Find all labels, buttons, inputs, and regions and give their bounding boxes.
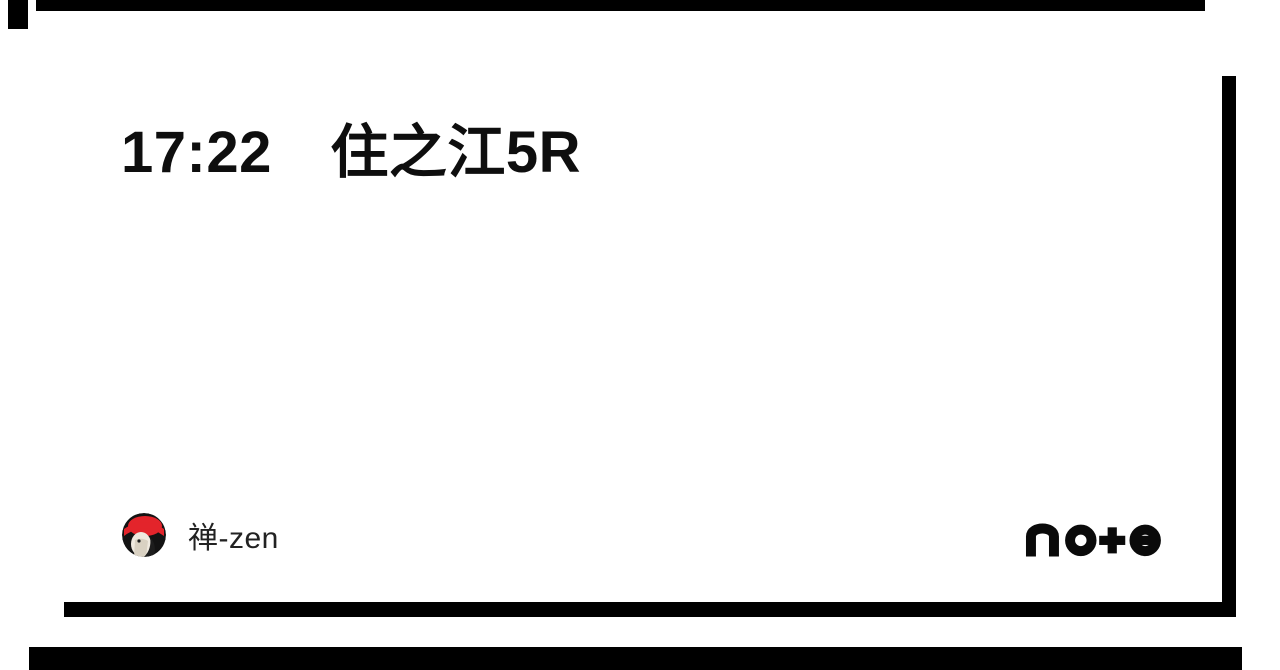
note-logo-icon	[1021, 512, 1168, 558]
card-footer: 禅-zen	[122, 512, 1168, 558]
author-name: 禅-zen	[188, 522, 279, 555]
article-title: 17:22 住之江5R	[121, 120, 581, 185]
top-bar-fragment	[36, 0, 1205, 11]
note-share-card[interactable]: 17:22 住之江5R	[50, 62, 1222, 602]
top-left-fragment	[8, 0, 28, 29]
author[interactable]: 禅-zen	[122, 513, 279, 557]
bottom-bar-fragment	[29, 647, 1242, 670]
zen-avatar-icon	[122, 513, 166, 557]
